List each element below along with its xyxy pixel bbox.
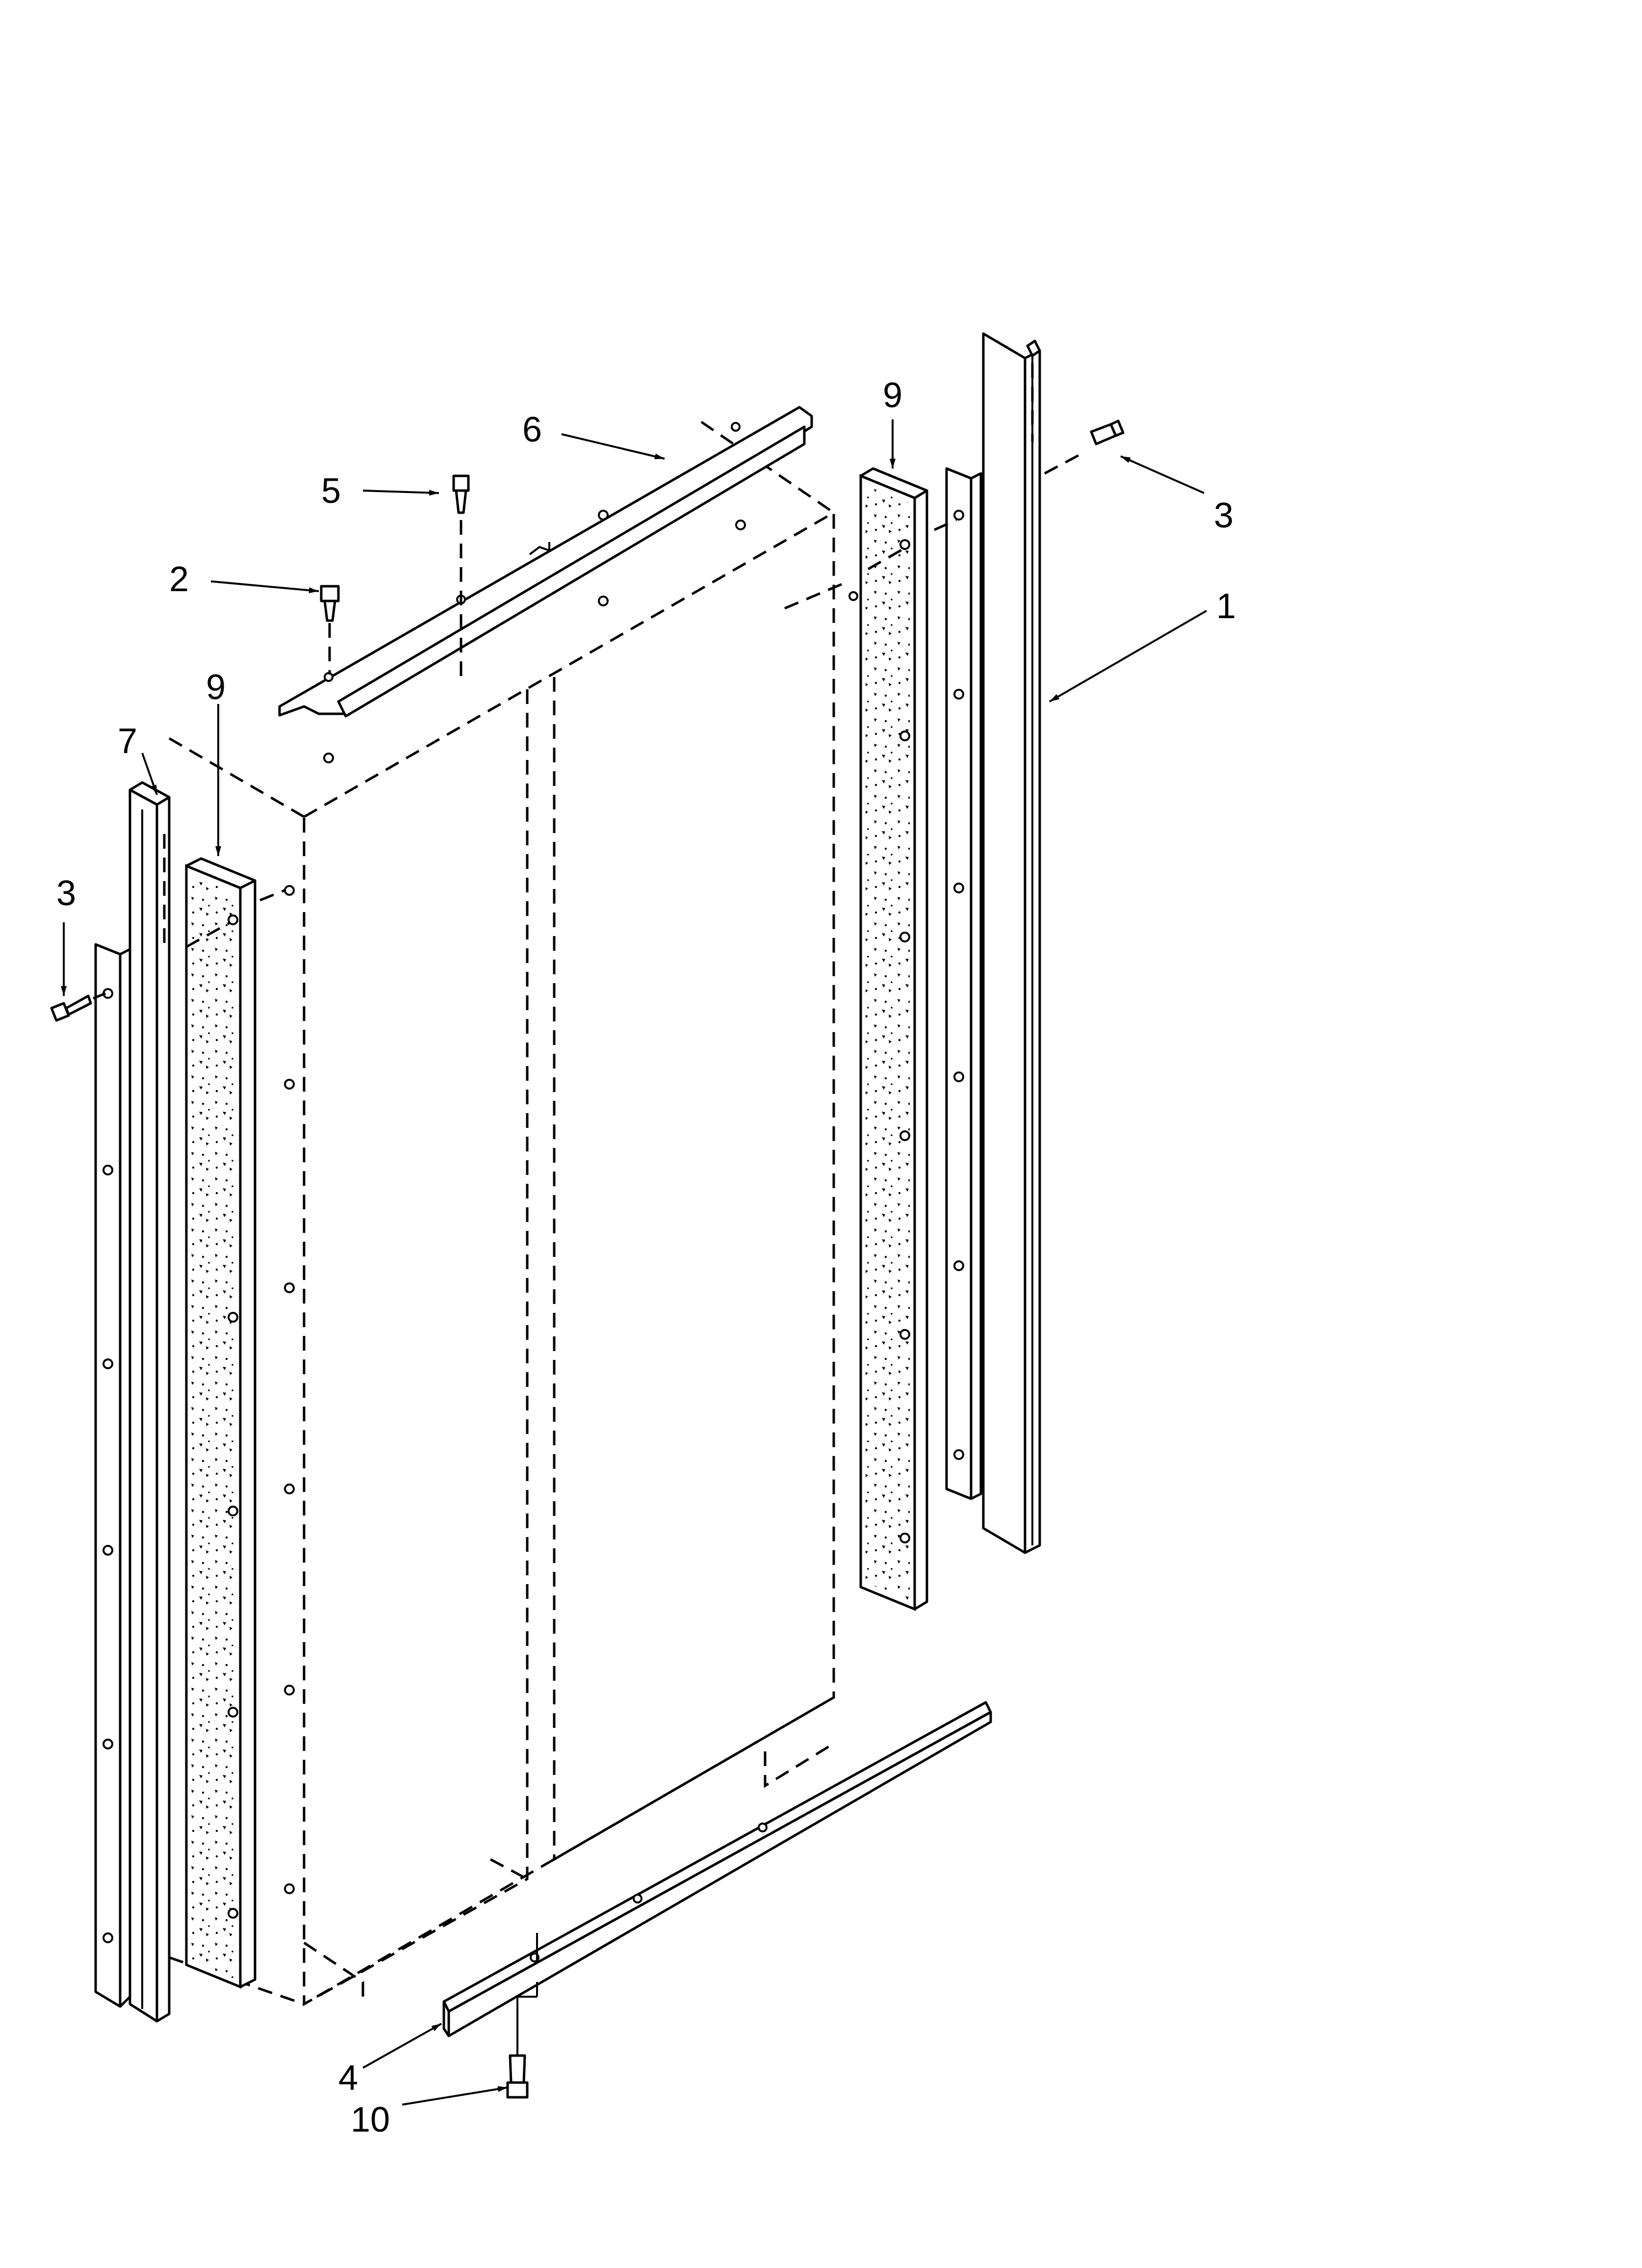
callout-3-right: 3: [1214, 496, 1233, 535]
callout-1: 1: [1216, 587, 1236, 626]
left-trim: [128, 781, 171, 2023]
callout-10: 10: [351, 2100, 390, 2139]
screw-3-left: [50, 992, 106, 1022]
callout-4: 4: [338, 2059, 358, 2098]
callout-6: 6: [522, 410, 542, 449]
callout-9-left: 9: [206, 668, 226, 707]
callout-2: 2: [169, 560, 189, 599]
screw-2: [320, 585, 340, 675]
screw-5: [452, 474, 470, 514]
right-side-panel: [933, 467, 982, 1500]
callout-3-left: 3: [56, 874, 76, 913]
left-foam-strip: [185, 857, 285, 1989]
screw-10: [506, 2054, 529, 2099]
cabinet-outline: [168, 420, 858, 2007]
left-side-panel: [94, 943, 131, 2008]
right-trim: [982, 332, 1041, 1554]
leader-lines: [61, 419, 1207, 2106]
callout-5: 5: [321, 471, 341, 511]
callouts: 1 2 3 3 4 5 6 7 9 9 10: [56, 376, 1236, 2139]
callout-9-right: 9: [883, 376, 902, 415]
top-rail: [278, 406, 813, 718]
right-foam-strip: [784, 467, 928, 1611]
screw-3-right: [1044, 419, 1125, 475]
bottom-rail: [442, 1701, 992, 2056]
callout-7: 7: [118, 722, 137, 761]
